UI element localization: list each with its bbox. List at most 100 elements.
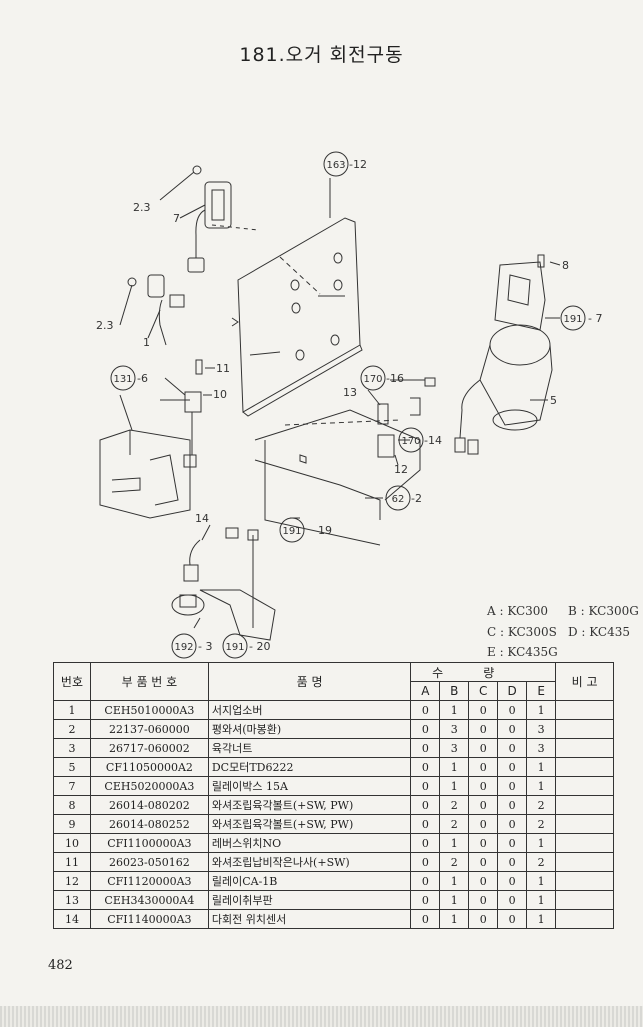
row-qty-b: 1 [439,871,470,891]
relay-plate-drawing [377,377,436,458]
row-qty-b: 1 [439,776,470,796]
row-part-name: 릴레이박스 15A [207,776,412,796]
row-qty-c: 0 [468,700,499,720]
row-number: 12 [53,871,91,891]
row-qty-e: 1 [526,909,557,929]
callout-16: -16 [386,372,404,385]
row-number: 9 [53,814,91,834]
page-title: 181.오거 회전구동 [239,44,404,66]
row-remark [555,700,614,720]
row-qty-d: 0 [497,814,528,834]
header-remark: 비 고 [555,662,614,701]
row-qty-a: 0 [410,833,441,853]
surge-absorber-drawing [127,274,185,346]
callout-19: 19 [318,524,332,537]
row-number: 10 [53,833,91,853]
lever-switch-drawing [160,359,203,468]
row-qty-d: 0 [497,795,528,815]
row-qty-d: 0 [497,852,528,872]
callout-7b: - 7 [588,312,602,325]
row-remark [555,757,614,777]
row-number: 13 [53,890,91,910]
row-qty-a: 0 [410,814,441,834]
row-qty-e: 1 [526,871,557,891]
row-qty-b: 1 [439,890,470,910]
row-number: 2 [53,719,91,739]
row-qty-b: 2 [439,852,470,872]
row-qty-a: 0 [410,700,441,720]
row-qty-b: 2 [439,814,470,834]
row-part-name: 릴레이취부판 [207,890,412,910]
mounting-plate-drawing [211,217,363,417]
row-remark [555,890,614,910]
row-qty-a: 0 [410,795,441,815]
row-part-number: 26014-080202 [89,795,209,815]
row-qty-d: 0 [497,719,528,739]
row-qty-a: 0 [410,776,441,796]
row-qty-c: 0 [468,890,499,910]
callout-191-circle-a: 191 [563,314,582,325]
row-qty-c: 0 [468,852,499,872]
callout-10: 10 [213,388,227,401]
callout-14b: 14 [195,512,209,525]
callout-20: - 20 [249,640,270,653]
row-part-name: 다회전 위치센서 [207,909,412,929]
row-qty-e: 3 [526,738,557,758]
row-part-name: 와셔조립육각볼트(+SW, PW) [207,795,412,815]
callout-2-3-mid: 2.3 [96,319,114,332]
row-part-name: DC모터TD6222 [207,757,412,777]
row-remark [555,719,614,739]
row-qty-a: 0 [410,909,441,929]
row-qty-d: 0 [497,909,528,929]
legend-b: B : KC300G [568,604,639,618]
row-qty-e: 2 [526,814,557,834]
callout-14: -14 [424,434,442,447]
row-part-number: 26023-050162 [89,852,209,872]
page-number: 482 [48,958,73,973]
row-qty-c: 0 [468,757,499,777]
callout-191-circle-c: 191 [225,642,244,653]
header-qty-b: B [439,681,470,701]
row-qty-b: 1 [439,757,470,777]
row-part-name: 평와셔(마봉환) [207,719,412,739]
header-name: 품 명 [207,662,412,701]
row-qty-d: 0 [497,871,528,891]
relay-box-drawing [187,165,232,273]
row-qty-e: 3 [526,719,557,739]
callout-131-circle: 131 [113,374,132,385]
row-qty-c: 0 [468,795,499,815]
callout-2-3-top: 2.3 [133,201,151,214]
row-part-number: CEH3430000A4 [89,890,209,910]
callout-12: -12 [349,158,367,171]
exploded-parts-diagram: 2.3 7 2.3 1 163 -12 8 191 - 7 131 -6 11 … [96,151,602,659]
row-qty-a: 0 [410,719,441,739]
header-qty-a: A [410,681,441,701]
row-number: 1 [53,700,91,720]
row-qty-b: 3 [439,719,470,739]
row-qty-d: 0 [497,700,528,720]
callout-13: 13 [343,386,357,399]
position-sensor-drawing [171,527,276,641]
row-qty-c: 0 [468,871,499,891]
row-part-number: CFI1120000A3 [89,871,209,891]
row-qty-d: 0 [497,738,528,758]
header-qty: 수량 [410,662,557,682]
row-qty-c: 0 [468,776,499,796]
row-remark [555,776,614,796]
row-qty-c: 0 [468,833,499,853]
row-remark [555,909,614,929]
row-part-name: 육각너트 [207,738,412,758]
row-remark [555,852,614,872]
row-part-name: 와셔조립육각볼트(+SW, PW) [207,814,412,834]
row-number: 7 [53,776,91,796]
